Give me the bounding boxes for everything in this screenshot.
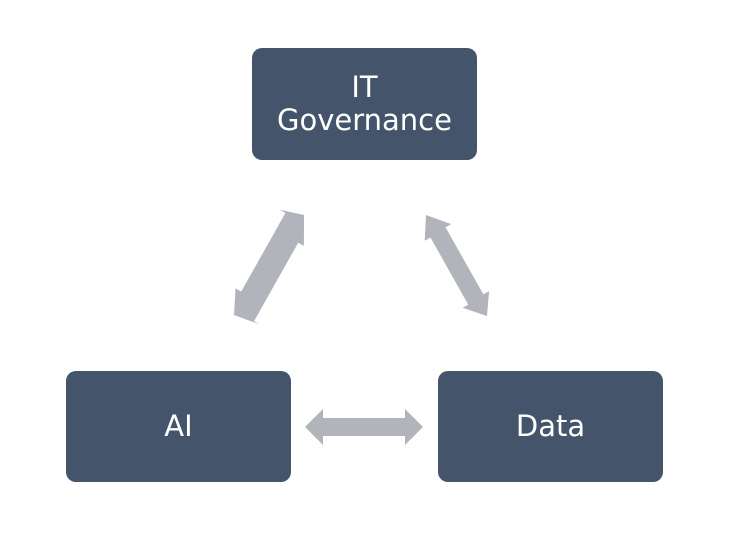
arrow-ai-governance bbox=[234, 209, 304, 325]
ai-label: AI bbox=[164, 408, 193, 443]
arrow-ai-data bbox=[305, 409, 423, 445]
it-governance-label: IT Governance bbox=[277, 69, 452, 137]
it-governance-node: IT Governance bbox=[252, 48, 477, 160]
ai-node: AI bbox=[66, 371, 291, 482]
arrow-governance-data bbox=[424, 215, 490, 316]
data-node: Data bbox=[438, 371, 663, 482]
data-label: Data bbox=[515, 408, 586, 443]
